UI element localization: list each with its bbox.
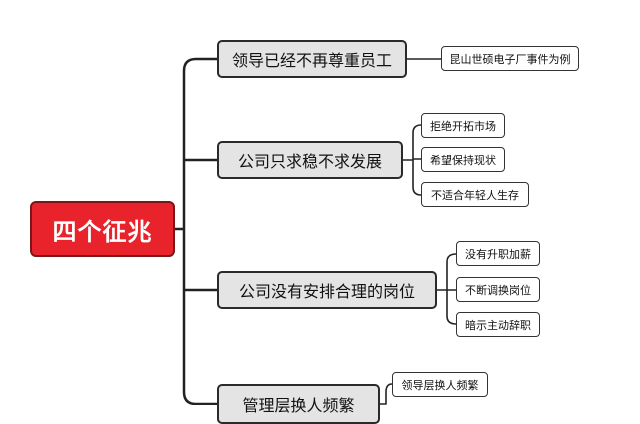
branch-label: 公司没有安排合理的岗位 [238,282,415,301]
leaf-node-3-0: 领导层换人频繁 [392,372,488,397]
connector-lines [175,57,457,405]
branch-node-2: 公司没有安排合理的岗位 [217,271,437,309]
leaf-node-1-1: 希望保持现状 [421,147,505,172]
branch-label: 管理层换人频繁 [242,396,355,415]
branch-node-0: 领导已经不再尊重员工 [217,40,407,78]
leaf-label: 领导层换人频繁 [401,378,479,392]
connector-leaf-1 [403,124,422,196]
leaf-label: 不断调换岗位 [465,283,531,297]
leaf-node-2-0: 没有升职加薪 [456,241,540,266]
leaf-label: 暗示主动辞职 [465,318,531,332]
leaf-label: 拒绝开拓市场 [430,119,496,133]
root-node: 四个征兆 [30,201,175,257]
leaf-node-2-2: 暗示主动辞职 [456,312,540,337]
root-label: 四个征兆 [52,217,153,246]
leaf-label: 希望保持现状 [430,153,496,167]
branch-node-1: 公司只求稳不求发展 [217,141,403,179]
leaf-label: 昆山世硕电子厂事件为例 [449,52,571,66]
branch-node-3: 管理层换人频繁 [217,384,380,424]
connector-spine [182,57,197,405]
branch-label: 公司只求稳不求发展 [237,152,382,171]
leaf-label: 没有升职加薪 [465,247,531,261]
branch-label: 领导已经不再尊重员工 [231,51,392,70]
leaf-label: 不适合年轻人生存 [431,188,519,202]
leaf-node-2-1: 不断调换岗位 [456,277,540,302]
connector-leaf-2 [437,253,457,325]
leaf-node-1-0: 拒绝开拓市场 [421,113,505,138]
leaf-node-1-2: 不适合年轻人生存 [421,182,529,207]
leaf-node-0-0: 昆山世硕电子厂事件为例 [441,46,579,71]
connector-leaf-3 [380,383,393,405]
